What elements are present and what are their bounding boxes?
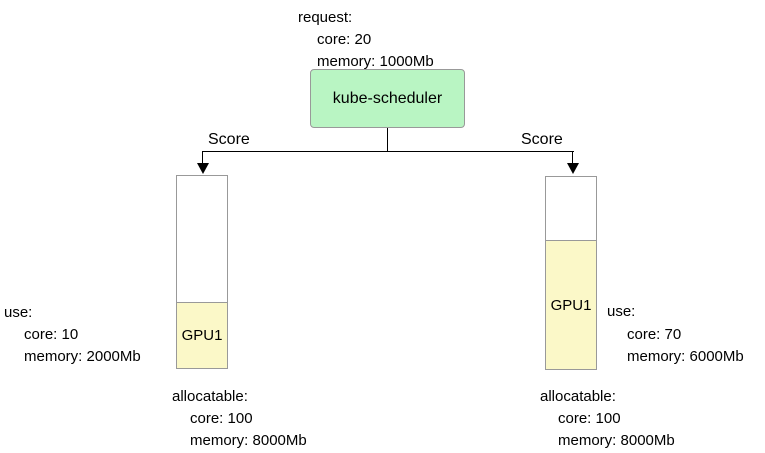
use-memory-right: memory: 6000Mb: [627, 348, 744, 365]
node-right: GPU1: [545, 176, 597, 370]
gpu-usage-fill-left: GPU1: [177, 302, 227, 368]
edge-left-drop: [202, 151, 204, 165]
request-title: request:: [298, 9, 353, 26]
use-title-right: use:: [607, 303, 636, 320]
gpu-label-right: GPU1: [550, 296, 592, 314]
edge-horizontal: [203, 151, 574, 153]
arrowhead-down-icon-right: [567, 163, 579, 174]
alloc-title-right: allocatable:: [540, 388, 616, 405]
alloc-title-left: allocatable:: [172, 388, 248, 405]
request-memory: memory: 1000Mb: [317, 53, 434, 70]
alloc-core-left: core: 100: [190, 410, 253, 427]
arrowhead-down-icon-left: [197, 163, 209, 174]
use-core-right: core: 70: [627, 326, 682, 343]
use-title-left: use:: [4, 304, 33, 321]
edge-stem: [387, 128, 389, 152]
kube-scheduler-label: kube-scheduler: [332, 89, 443, 107]
alloc-core-right: core: 100: [558, 410, 621, 427]
use-memory-left: memory: 2000Mb: [24, 348, 141, 365]
gpu-label-left: GPU1: [181, 327, 223, 344]
request-core: core: 20: [317, 31, 372, 48]
kube-scheduler-box: kube-scheduler: [310, 69, 465, 128]
use-core-left: core: 10: [24, 326, 79, 343]
score-label-left: Score: [208, 131, 250, 148]
node-left: GPU1: [176, 175, 228, 369]
alloc-memory-left: memory: 8000Mb: [190, 432, 307, 449]
edge-right-drop: [572, 151, 574, 165]
score-label-right: Score: [521, 131, 563, 148]
gpu-usage-fill-right: GPU1: [546, 240, 596, 369]
alloc-memory-right: memory: 8000Mb: [558, 432, 675, 449]
